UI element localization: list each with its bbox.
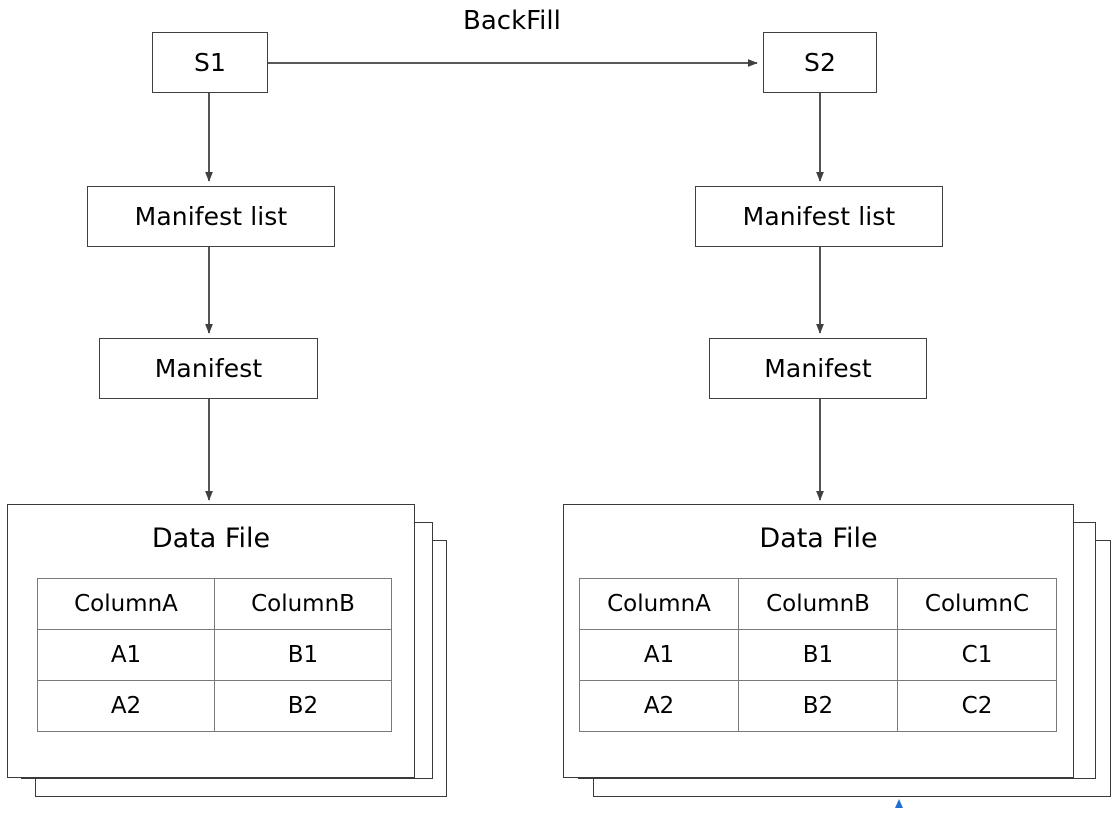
table-header-cell: ColumnA <box>37 578 215 630</box>
data-file-card-stack-left[interactable]: Data File ColumnA ColumnB A1 B1 A2 B2 <box>7 504 447 804</box>
data-file-card-front-right[interactable]: Data File ColumnA ColumnB ColumnC A1 B1 … <box>563 504 1074 778</box>
table-cell: A2 <box>579 680 739 732</box>
table-cell: B2 <box>214 680 392 732</box>
table-header-cell: ColumnB <box>214 578 392 630</box>
table-row: A2 B2 <box>37 680 392 732</box>
table-header-cell: ColumnB <box>738 578 898 630</box>
node-snapshot-s1-label: S1 <box>194 48 226 77</box>
node-manifest-list-left[interactable]: Manifest list <box>87 186 335 247</box>
table-cell: B2 <box>738 680 898 732</box>
table-header-cell: ColumnC <box>897 578 1057 630</box>
table-cell: C1 <box>897 629 1057 681</box>
data-file-table-right: ColumnA ColumnB ColumnC A1 B1 C1 A2 B2 C… <box>579 578 1057 732</box>
table-cell: C2 <box>897 680 1057 732</box>
table-cell: A1 <box>37 629 215 681</box>
backfill-edge-label: BackFill <box>463 6 561 36</box>
node-manifest-right-label: Manifest <box>764 354 872 383</box>
data-file-title-left: Data File <box>151 523 271 554</box>
table-row: A1 B1 <box>37 629 392 681</box>
table-cell: A2 <box>37 680 215 732</box>
data-file-title-right: Data File <box>759 523 878 554</box>
table-row: A1 B1 C1 <box>579 629 1057 681</box>
node-manifest-list-right[interactable]: Manifest list <box>695 186 943 247</box>
table-header-row: ColumnA ColumnB <box>37 578 392 630</box>
node-manifest-list-left-label: Manifest list <box>134 202 288 231</box>
table-cell: B1 <box>738 629 898 681</box>
data-file-card-stack-right[interactable]: Data File ColumnA ColumnB ColumnC A1 B1 … <box>563 504 1111 804</box>
table-cell: B1 <box>214 629 392 681</box>
table-header-cell: ColumnA <box>579 578 739 630</box>
data-file-card-front-left[interactable]: Data File ColumnA ColumnB A1 B1 A2 B2 <box>7 504 415 778</box>
node-snapshot-s2-label: S2 <box>804 48 836 77</box>
table-cell: A1 <box>579 629 739 681</box>
table-row: A2 B2 C2 <box>579 680 1057 732</box>
data-file-table-left: ColumnA ColumnB A1 B1 A2 B2 <box>37 578 392 732</box>
node-manifest-left[interactable]: Manifest <box>99 338 318 399</box>
node-snapshot-s1[interactable]: S1 <box>152 32 268 93</box>
table-header-row: ColumnA ColumnB ColumnC <box>579 578 1057 630</box>
cursor-marker-icon <box>895 799 903 808</box>
node-manifest-right[interactable]: Manifest <box>709 338 927 399</box>
node-manifest-list-right-label: Manifest list <box>742 202 896 231</box>
node-snapshot-s2[interactable]: S2 <box>763 32 877 93</box>
node-manifest-left-label: Manifest <box>154 354 263 383</box>
